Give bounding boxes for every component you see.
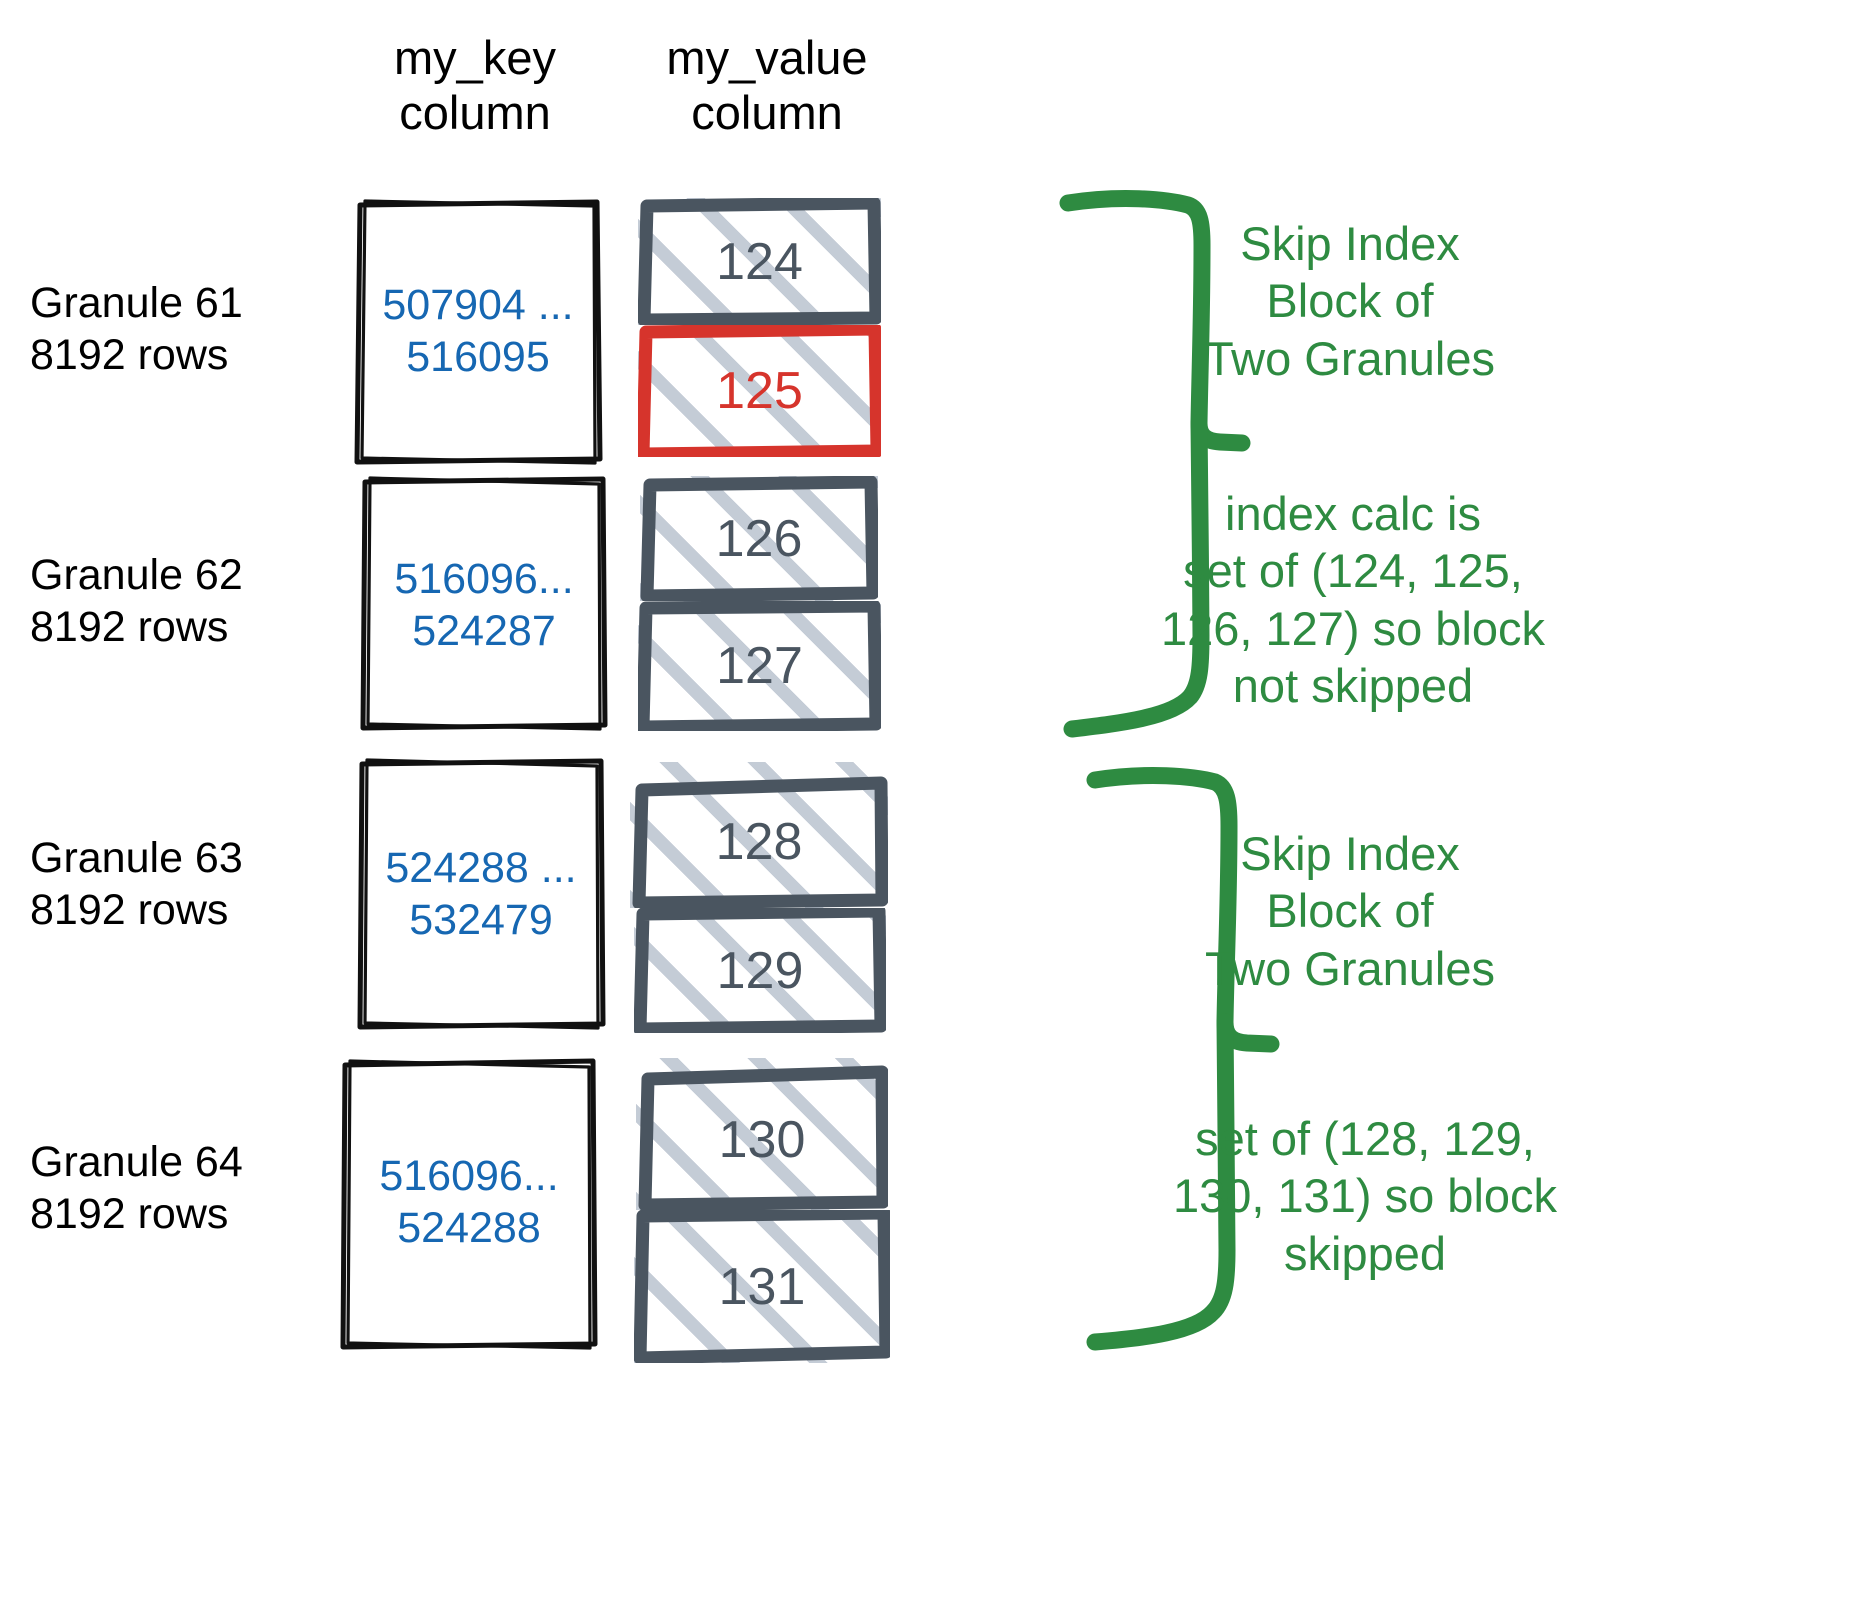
value-cell-130: 130 [636, 1058, 888, 1210]
annotation-skip-index-block-1: Skip Index Block of Two Granules [1205, 217, 1495, 385]
column-header-my-value: my_value column [666, 31, 868, 140]
value-label: 126 [715, 509, 803, 568]
value-label: 129 [716, 941, 804, 1000]
granule-label-64: Granule 64 8192 rows [30, 1138, 243, 1238]
annotation-set-of-skipped: set of (128, 129, 130, 131) so block ski… [1172, 1112, 1558, 1280]
value-cell-127: 127 [638, 601, 881, 731]
hatch-pattern [640, 476, 878, 601]
granule-label-62: Granule 62 8192 rows [30, 551, 243, 651]
key-range-granule-63: 524288 ... 532479 [385, 844, 577, 945]
value-cell-129: 129 [634, 908, 886, 1033]
skip-index-brace-upper [1059, 190, 1251, 738]
key-box-granule-64: 516096... 524288 [340, 1058, 598, 1350]
value-label: 127 [716, 637, 803, 695]
value-label: 130 [718, 1111, 806, 1169]
column-header-my-key: my_key column [394, 31, 556, 140]
annotation-index-calc-not-skipped: index calc is set of (124, 125, 126, 127… [1160, 487, 1546, 712]
key-box-granule-63: 524288 ... 532479 [356, 758, 606, 1030]
value-label: 124 [716, 232, 803, 291]
key-range-granule-61: 507904 ... 516095 [382, 281, 574, 382]
hatch-pattern [638, 325, 881, 457]
hatch-pattern [634, 1210, 890, 1363]
hatch-pattern [638, 601, 881, 731]
key-box-granule-62: 516096... 524287 [360, 475, 608, 731]
skip-index-brace-lower [1086, 767, 1280, 1351]
key-range-granule-64: 516096... 524288 [379, 1152, 559, 1253]
value-label: 128 [715, 813, 803, 871]
value-cell-131: 131 [634, 1210, 890, 1363]
hatch-pattern [638, 198, 881, 325]
value-cell-124: 124 [638, 198, 881, 325]
value-label: 125 [716, 362, 803, 420]
hatch-pattern [634, 908, 886, 1033]
value-cell-125-highlighted: 125 [638, 325, 881, 457]
key-range-granule-62: 516096... 524287 [394, 555, 574, 656]
granule-label-63: Granule 63 8192 rows [30, 834, 243, 934]
annotation-skip-index-block-2: Skip Index Block of Two Granules [1205, 827, 1495, 995]
value-cell-126: 126 [640, 476, 878, 601]
value-label: 131 [718, 1257, 806, 1316]
key-box-granule-61: 507904 ... 516095 [354, 197, 603, 465]
value-cell-128: 128 [630, 762, 888, 908]
granule-label-61: Granule 61 8192 rows [30, 279, 243, 379]
